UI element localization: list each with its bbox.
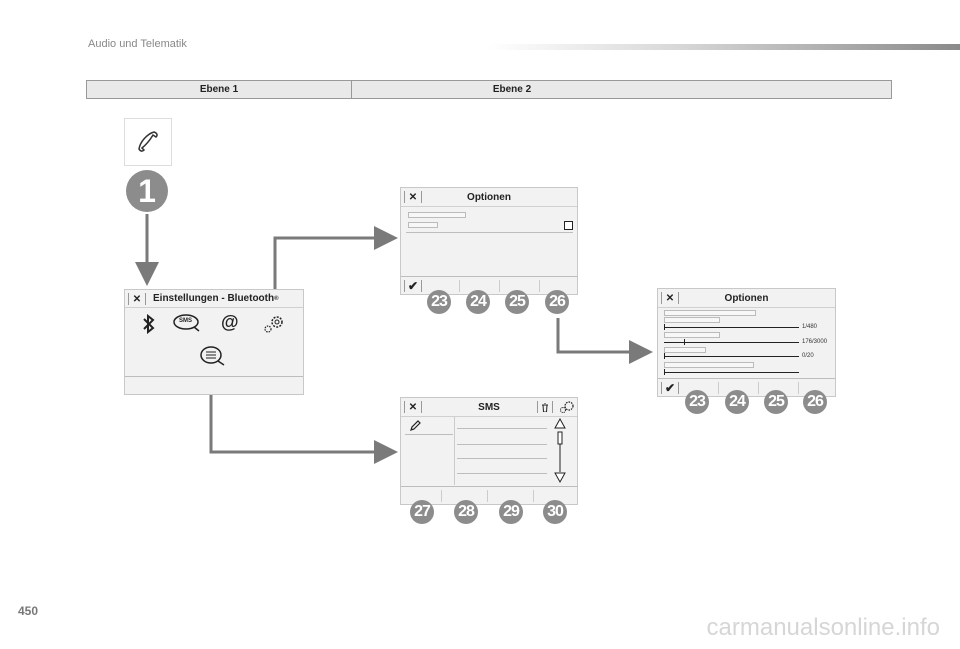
value-label: 0/20	[802, 353, 814, 359]
sms-icon[interactable]: SMS	[173, 314, 201, 332]
page-number: 450	[18, 604, 39, 618]
options-screen-1: ✕ Optionen ✔	[400, 187, 578, 295]
close-icon[interactable]: ✕	[404, 191, 422, 203]
sms-icon-label: SMS	[179, 318, 193, 324]
options-screen-2: ✕ Optionen 1/480 176/3000 0/20 ✔	[657, 288, 836, 397]
callout-badge: 26	[545, 290, 569, 314]
screen-title: Optionen	[467, 191, 511, 203]
message-icon[interactable]	[199, 346, 227, 366]
phone-button[interactable]	[124, 118, 172, 166]
arrow-up-icon	[554, 418, 566, 429]
level-header-row: Ebene 1 Ebene 2	[86, 80, 892, 99]
callout-badge: 27	[410, 500, 434, 524]
callout-badge: 26	[803, 390, 827, 414]
arrow-down-icon	[554, 472, 566, 484]
value-label: 1/480	[802, 324, 818, 330]
close-icon[interactable]: ✕	[661, 292, 679, 304]
check-icon[interactable]: ✔	[404, 279, 422, 293]
level-2-label: Ebene 2	[492, 84, 532, 95]
gear-icon[interactable]	[263, 314, 285, 334]
callout-badge: 24	[466, 290, 490, 314]
trash-icon[interactable]	[537, 401, 553, 413]
gear-icon[interactable]	[559, 400, 575, 414]
scrollbar[interactable]	[554, 418, 566, 488]
close-icon[interactable]: ✕	[404, 401, 422, 413]
screen-title: Optionen	[724, 292, 769, 304]
pencil-icon[interactable]	[409, 420, 421, 432]
callout-badge: 25	[505, 290, 529, 314]
phone-icon	[138, 131, 158, 152]
level-1-label: Ebene 1	[87, 81, 352, 98]
step-badge: 1	[126, 170, 168, 212]
at-icon[interactable]: @	[221, 312, 239, 332]
settings-bluetooth-screen: ✕ Einstellungen - Bluetooth® SMS @	[124, 289, 304, 395]
section-title: Audio und Telematik	[88, 38, 187, 50]
callout-badge: 29	[499, 500, 523, 524]
sms-screen: ✕ SMS	[400, 397, 578, 505]
screen-title: Einstellungen - Bluetooth	[153, 293, 275, 304]
value-label: 176/3000	[802, 339, 828, 345]
screen-title: SMS	[478, 401, 500, 413]
callout-badge: 23	[685, 390, 709, 414]
callout-badge: 30	[543, 500, 567, 524]
bluetooth-icon[interactable]	[141, 314, 157, 334]
check-icon[interactable]: ✔	[661, 381, 679, 395]
callout-badge: 28	[454, 500, 478, 524]
close-icon[interactable]: ✕	[128, 293, 146, 305]
header-gradient-bar	[488, 44, 960, 50]
registered-mark: ®	[274, 295, 279, 302]
callout-badge: 23	[427, 290, 451, 314]
checkbox[interactable]	[564, 221, 573, 230]
callout-badge: 24	[725, 390, 749, 414]
callout-badge: 25	[764, 390, 788, 414]
watermark: carmanualsonline.info	[706, 614, 940, 641]
